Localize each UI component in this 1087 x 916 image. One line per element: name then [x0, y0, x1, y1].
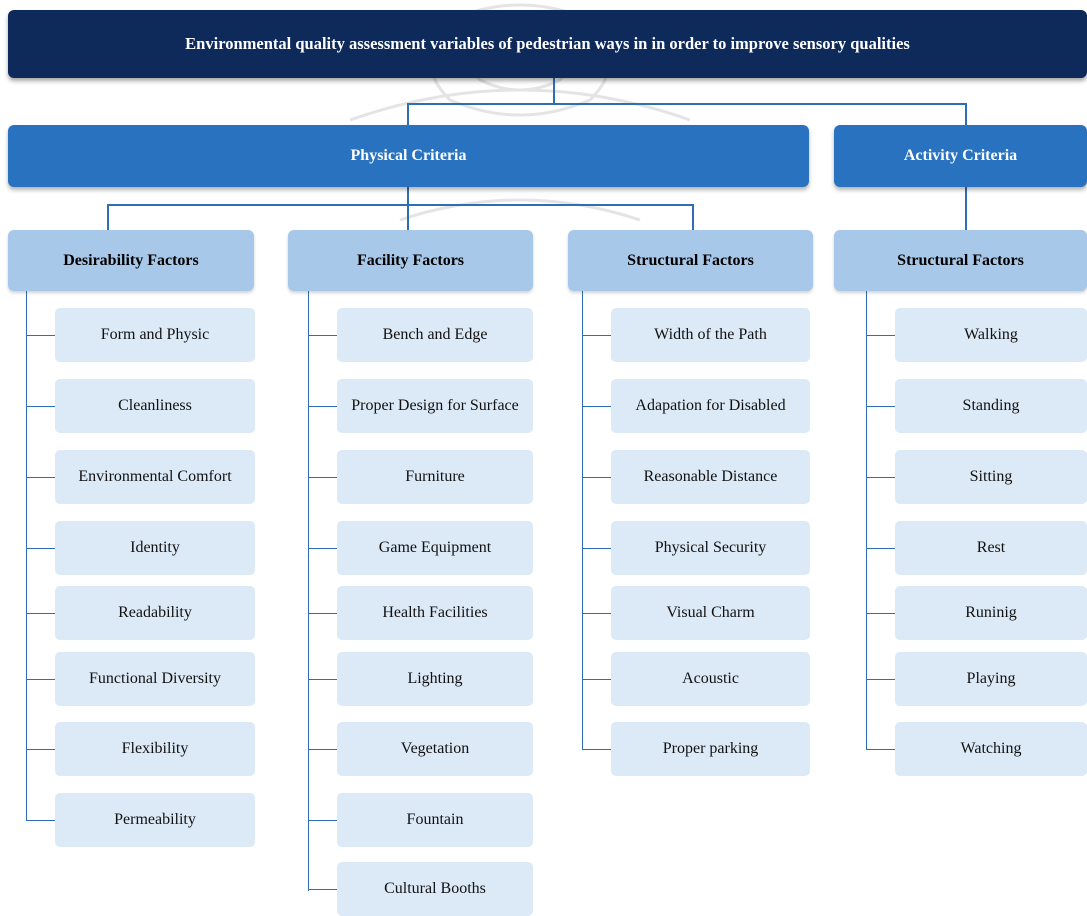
spine-structural	[582, 291, 583, 749]
factor-item: Vegetation	[337, 722, 533, 776]
item-connector	[582, 548, 611, 549]
item-connector	[866, 335, 895, 336]
factor-item: Standing	[895, 379, 1087, 433]
activity-criteria-bar: Activity Criteria	[834, 125, 1087, 187]
connector-title-stem	[553, 78, 555, 104]
factor-item: Fountain	[337, 793, 533, 847]
connector-desirability-drop	[107, 204, 109, 230]
item-connector	[308, 613, 337, 614]
factor-item: Readability	[55, 586, 255, 640]
structural-factors-header: Structural Factors	[568, 230, 813, 291]
factor-item: Form and Physic	[55, 308, 255, 362]
factor-item: Furniture	[337, 450, 533, 504]
desirability-factors-header: Desirability Factors	[8, 230, 254, 291]
connector-criteria-bus	[407, 103, 966, 105]
factor-item: Proper parking	[611, 722, 810, 776]
item-connector	[582, 406, 611, 407]
factor-item: Watching	[895, 722, 1087, 776]
item-connector	[866, 548, 895, 549]
factor-item: Adapation for Disabled	[611, 379, 810, 433]
item-connector	[308, 679, 337, 680]
spine-desirability	[26, 291, 27, 821]
item-connector	[582, 679, 611, 680]
factor-item: Identity	[55, 521, 255, 575]
factor-item: Acoustic	[611, 652, 810, 706]
item-connector	[308, 335, 337, 336]
factor-item: Sitting	[895, 450, 1087, 504]
item-connector	[26, 477, 55, 478]
item-connector	[866, 406, 895, 407]
factor-item: Functional Diversity	[55, 652, 255, 706]
item-connector	[866, 749, 895, 750]
factor-item: Health Facilities	[337, 586, 533, 640]
factor-item: Environmental Comfort	[55, 450, 255, 504]
factor-item: Reasonable Distance	[611, 450, 810, 504]
item-connector	[308, 548, 337, 549]
item-connector	[866, 477, 895, 478]
item-connector	[26, 406, 55, 407]
factor-item: Runinig	[895, 586, 1087, 640]
diagram-title: Environmental quality assessment variabl…	[8, 10, 1087, 78]
factor-item: Lighting	[337, 652, 533, 706]
spine-activity	[866, 291, 867, 749]
item-connector	[308, 749, 337, 750]
item-connector	[26, 679, 55, 680]
item-connector	[582, 613, 611, 614]
factor-item: Game Equipment	[337, 521, 533, 575]
facility-factors-header: Facility Factors	[288, 230, 533, 291]
item-connector	[26, 820, 55, 821]
factor-item: Permeability	[55, 793, 255, 847]
item-connector	[26, 548, 55, 549]
factor-item: Proper Design for Surface	[337, 379, 533, 433]
connector-groups-bus	[107, 204, 693, 206]
factor-item: Width of the Path	[611, 308, 810, 362]
item-connector	[26, 335, 55, 336]
factor-item: Physical Security	[611, 521, 810, 575]
connector-activity-drop	[965, 103, 967, 125]
factor-item: Flexibility	[55, 722, 255, 776]
item-connector	[26, 749, 55, 750]
item-connector	[308, 406, 337, 407]
connector-facility-drop	[407, 204, 409, 230]
item-connector	[582, 335, 611, 336]
item-connector	[308, 889, 337, 890]
item-connector	[308, 820, 337, 821]
connector-physical-drop	[407, 103, 409, 125]
factor-item: Rest	[895, 521, 1087, 575]
item-connector	[26, 613, 55, 614]
connector-structural-drop	[692, 204, 694, 230]
factor-item: Playing	[895, 652, 1087, 706]
item-connector	[866, 613, 895, 614]
item-connector	[582, 749, 611, 750]
physical-criteria-bar: Physical Criteria	[8, 125, 809, 187]
factor-item: Cleanliness	[55, 379, 255, 433]
item-connector	[866, 679, 895, 680]
factor-item: Bench and Edge	[337, 308, 533, 362]
item-connector	[308, 477, 337, 478]
activity-structural-factors-header: Structural Factors	[834, 230, 1087, 291]
factor-item: Cultural Booths	[337, 862, 533, 916]
factor-item: Visual Charm	[611, 586, 810, 640]
item-connector	[582, 477, 611, 478]
factor-item: Walking	[895, 308, 1087, 362]
spine-facility	[308, 291, 309, 891]
connector-physical-stem	[407, 187, 409, 205]
connector-activity-stem	[965, 187, 967, 230]
